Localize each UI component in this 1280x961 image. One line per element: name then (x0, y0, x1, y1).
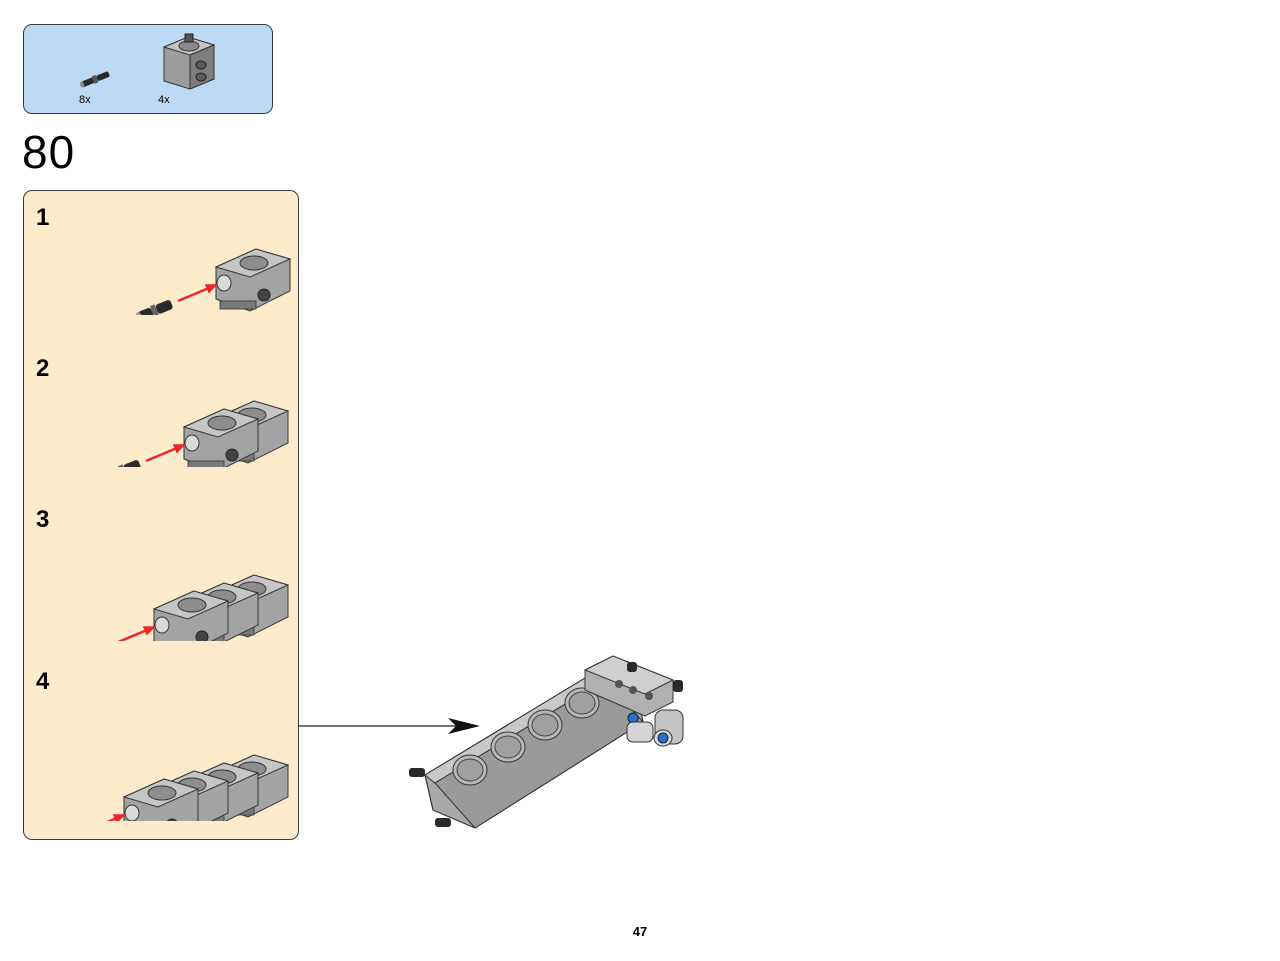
pin-hole (124, 804, 140, 821)
substep-illustration-4 (106, 754, 290, 821)
substep-label-2: 2 (36, 355, 50, 382)
cylinder-block (152, 590, 230, 641)
pin-part-icon (79, 71, 110, 88)
pin (72, 640, 112, 641)
pin-hole (216, 274, 232, 292)
substep-illustration-1 (135, 248, 292, 315)
step-number: 80 (22, 126, 76, 178)
cylinder-block (122, 778, 200, 821)
cylinder-block (214, 248, 292, 312)
pin (117, 460, 141, 467)
pin-part (78, 69, 114, 94)
substep-illustration-2 (117, 400, 290, 467)
insert-arrow-head (204, 284, 218, 294)
cylinder-block-part-icon (162, 33, 216, 90)
assembled-engine-model (409, 655, 684, 829)
substeps-panel: 1 2 3 4 (23, 190, 299, 840)
cylinder-block (182, 408, 260, 467)
substep-label-1: 1 (36, 204, 50, 231)
parts-list-panel: 8x 4x (23, 24, 273, 114)
substep-label-4: 4 (36, 668, 50, 695)
cylinder-block-part-qty: 4x (158, 94, 170, 106)
cylinder-block-part (156, 33, 222, 98)
pin-hole (154, 616, 170, 634)
insert-arrow-head (142, 626, 156, 636)
callout-arrow (298, 718, 480, 734)
page-number: 47 (632, 924, 648, 939)
pin-part-qty: 8x (79, 94, 91, 106)
substep-label-3: 3 (36, 506, 50, 533)
pin (135, 300, 173, 315)
substep-illustration-3 (72, 574, 290, 641)
insert-arrow-head (112, 814, 126, 821)
pin-hole (184, 434, 200, 452)
insert-arrow-head (172, 444, 186, 454)
